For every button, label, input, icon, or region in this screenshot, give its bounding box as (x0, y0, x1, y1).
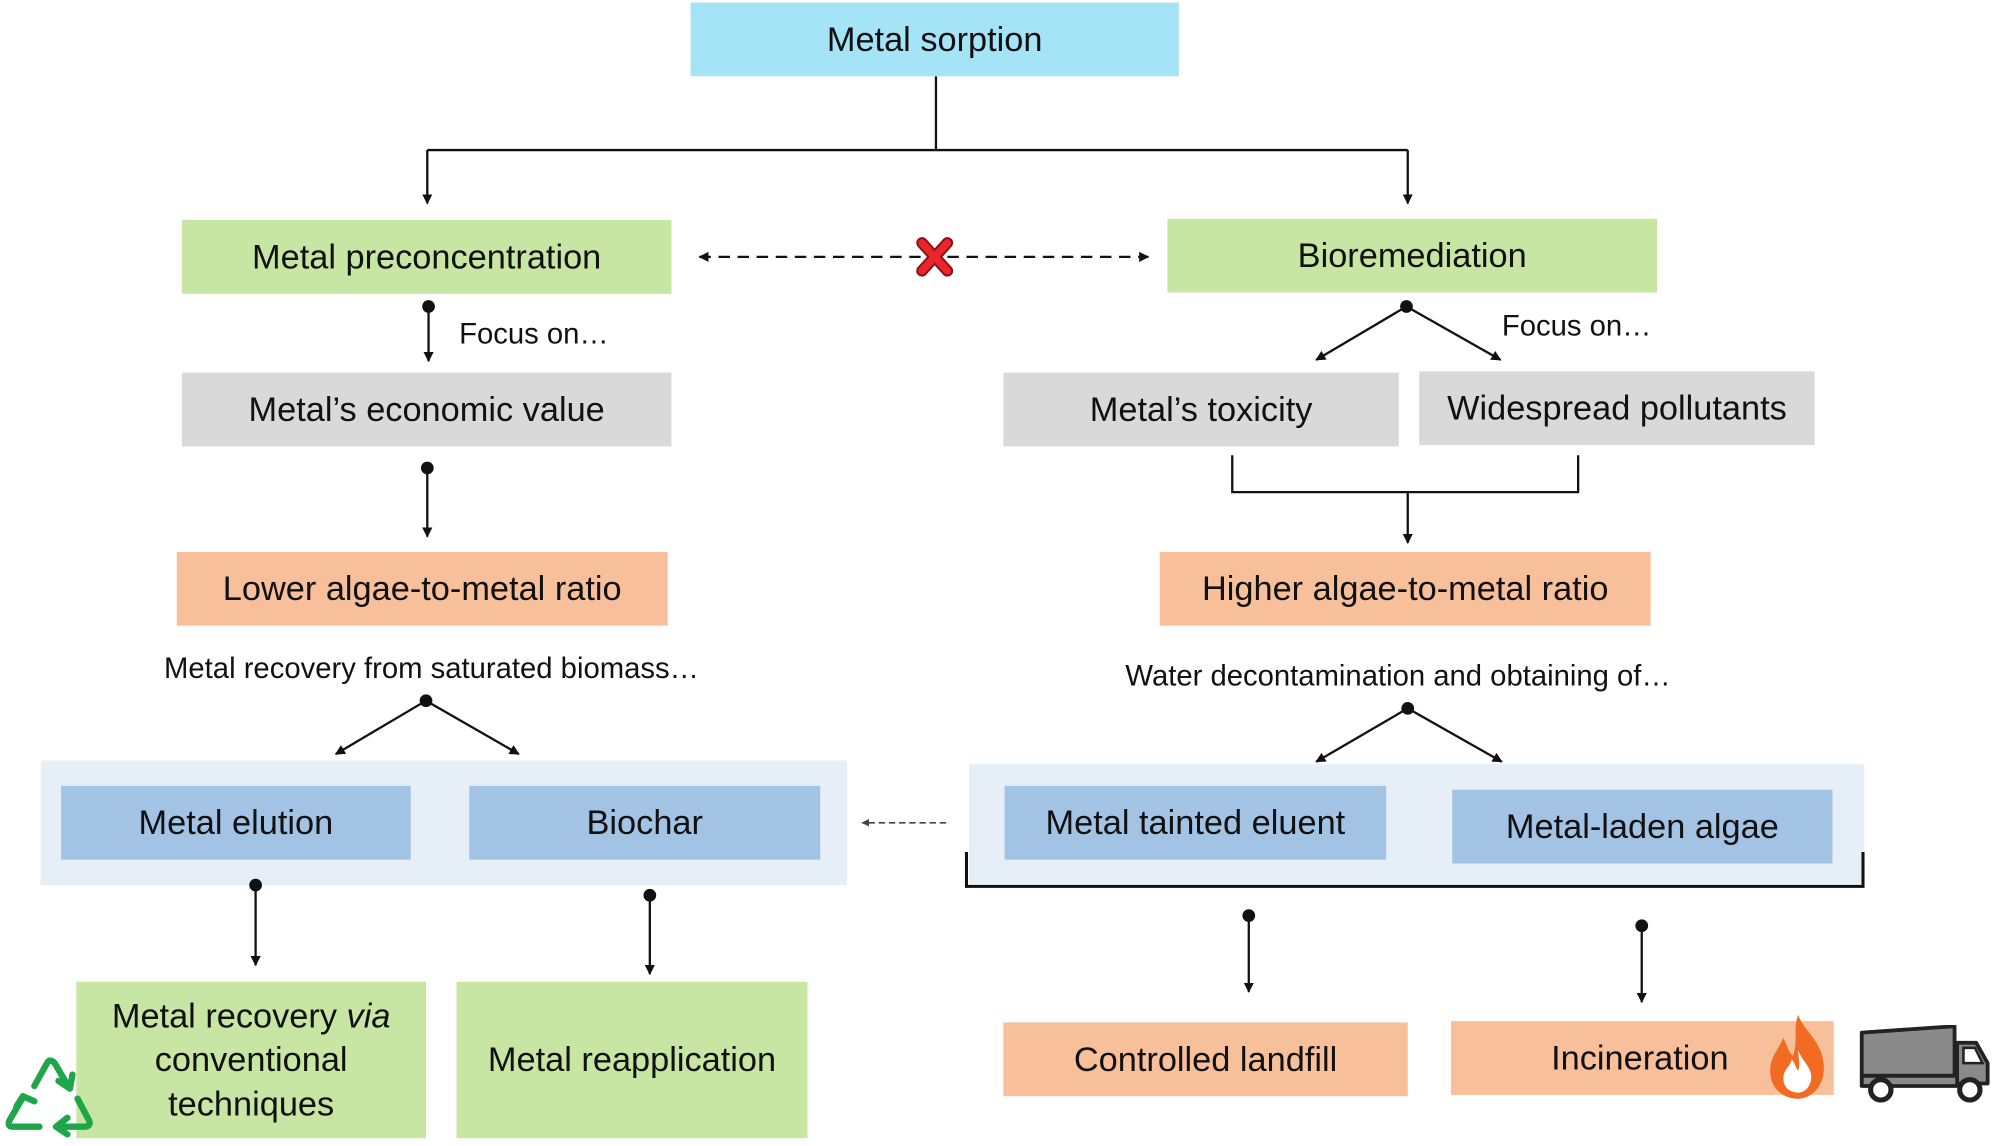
node-bioremediation: Bioremediation (1167, 218, 1657, 293)
fire-icon (1770, 1014, 1824, 1099)
connector-dot (420, 461, 434, 475)
node-economic-value: Metal’s economic value (181, 372, 672, 447)
node-controlled-landfill: Controlled landfill (1003, 1022, 1408, 1097)
connector-dot (249, 878, 262, 892)
node-biochar: Biochar (469, 785, 821, 860)
right-focus-note: Focus on… (1501, 309, 1652, 343)
cross-mark-icon (916, 237, 954, 277)
connector-dot (419, 694, 433, 708)
connector-dot (643, 888, 657, 902)
recovery-line-1-text: Metal recovery (111, 996, 347, 1035)
node-metal-recovery: Metal recovery via conventional techniqu… (76, 981, 427, 1139)
arrow-to-metal-elution (334, 699, 427, 756)
connector-dot (1242, 909, 1256, 922)
root-node-metal-sorption: Metal sorption (690, 2, 1179, 77)
dump-truck-icon (1859, 1024, 1990, 1103)
outcome-bracket-line (964, 852, 1865, 888)
node-metal-laden-algae: Metal-laden algae (1452, 789, 1833, 864)
recovery-via-text: via (346, 996, 391, 1035)
recovery-line-1: Metal recovery via (112, 994, 391, 1038)
node-metal-reapplication: Metal reapplication (456, 981, 808, 1139)
node-higher-ratio: Higher algae-to-metal ratio (1159, 551, 1651, 626)
node-widespread-pollutants: Widespread pollutants (1419, 371, 1815, 446)
arrow-to-toxicity (1315, 305, 1408, 361)
connector-dot (1400, 300, 1413, 313)
arrow-to-laden-algae (1407, 707, 1503, 763)
incineration-label: Incineration (1551, 1038, 1729, 1077)
node-metal-preconcentration: Metal preconcentration (181, 220, 672, 294)
arrow-to-tainted-eluent (1315, 707, 1409, 763)
left-recovery-note: Metal recovery from saturated biomass… (164, 651, 699, 685)
right-decontamination-note: Water decontamination and obtaining of… (1125, 658, 1671, 692)
arrow-to-biochar (425, 699, 520, 756)
recycle-icon (5, 1057, 93, 1138)
recovery-line-2: conventional (154, 1040, 348, 1079)
node-incineration: Incineration (1450, 1021, 1834, 1095)
node-metal-toxicity: Metal’s toxicity (1003, 372, 1399, 447)
node-lower-ratio: Lower algae-to-metal ratio (176, 551, 668, 626)
recovery-line-3: techniques (168, 1084, 335, 1123)
connector-dot (1401, 701, 1415, 715)
node-metal-elution: Metal elution (61, 785, 411, 860)
left-focus-note: Focus on… (459, 316, 609, 350)
arrow-to-pollutants (1405, 305, 1502, 361)
connector-dot (422, 300, 435, 313)
node-metal-tainted-eluent: Metal tainted eluent (1004, 785, 1387, 860)
merge-bracket-line (1231, 455, 1580, 494)
connector-dot (1635, 919, 1649, 933)
